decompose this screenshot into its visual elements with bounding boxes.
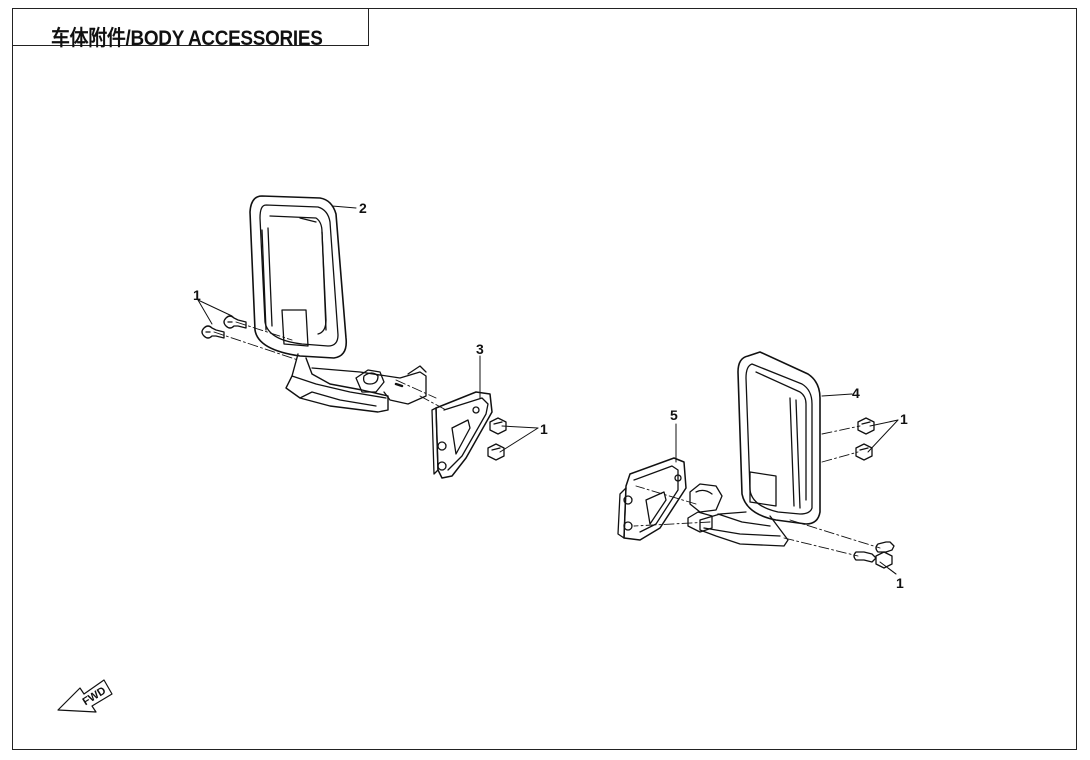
- left-mirror-bolts: [201, 315, 247, 339]
- page-title: 车体附件/BODY ACCESSORIES: [51, 27, 323, 50]
- left-bracket-nuts: [487, 417, 507, 461]
- callout-1-left-bracket: 1: [540, 421, 548, 437]
- title-box: 车体附件/BODY ACCESSORIES: [12, 8, 369, 50]
- callout-4: 4: [852, 385, 860, 401]
- callout-1-right-lower: 1: [896, 575, 904, 591]
- callout-1-left: 1: [193, 287, 201, 303]
- callout-1-right: 1: [900, 411, 908, 427]
- right-mirror-assembly: [687, 351, 821, 547]
- callout-3: 3: [476, 341, 484, 357]
- left-mirror-assembly: [249, 195, 427, 413]
- left-bracket: [431, 391, 493, 479]
- drawing-frame: [12, 8, 1077, 750]
- right-mirror-nuts: [855, 417, 875, 461]
- alignment-lines: [213, 321, 881, 557]
- callout-2: 2: [359, 200, 367, 216]
- leader-lines: [197, 205, 899, 575]
- fwd-arrow-icon: FWD: [57, 679, 113, 713]
- callout-5: 5: [670, 407, 678, 423]
- right-lower-bolts: [853, 541, 895, 569]
- right-bracket: [617, 457, 687, 541]
